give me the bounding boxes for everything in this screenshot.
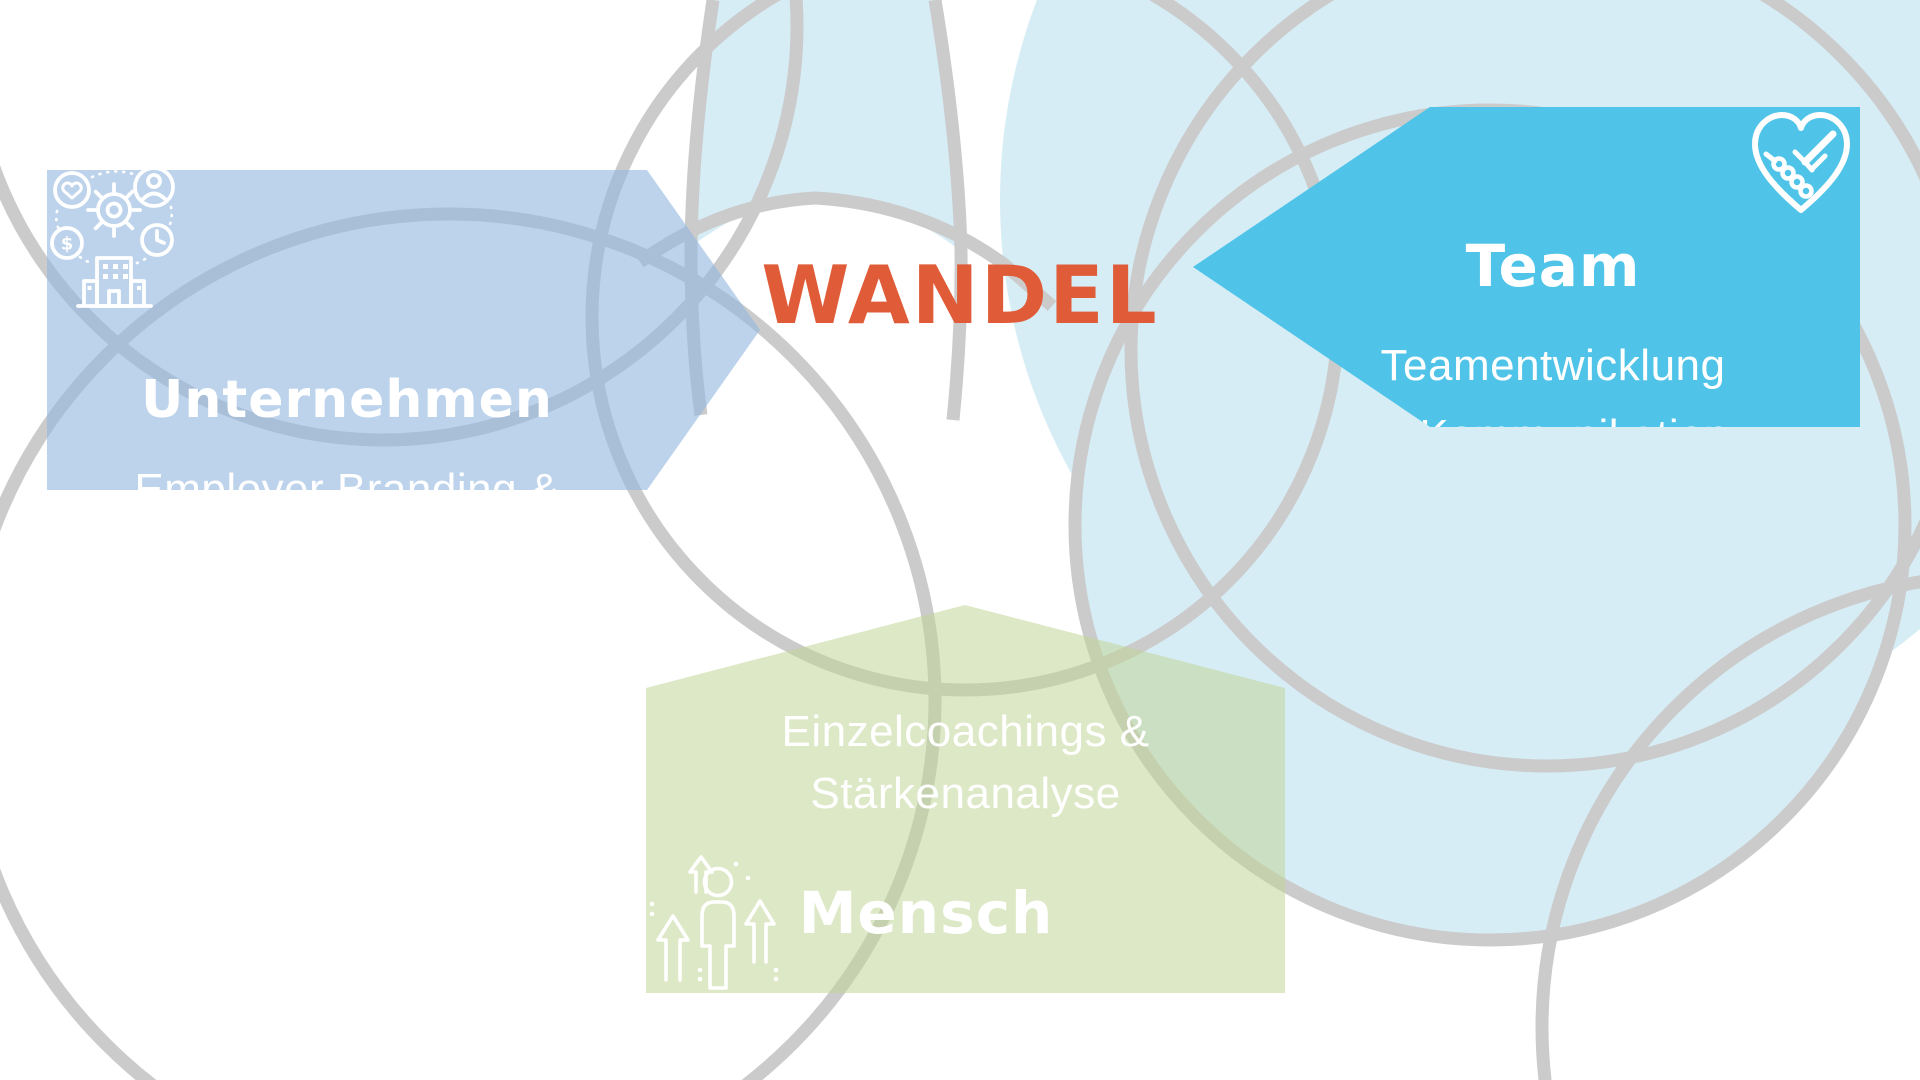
company-network-icon: $ [50, 166, 175, 308]
banner-unternehmen: Unternehmen Employer Branding & Strategi… [47, 170, 760, 490]
team-title: Team [1465, 232, 1641, 300]
mensch-title: Mensch [798, 879, 1054, 947]
unternehmen-subtitle-line1: Employer Branding & [134, 465, 560, 514]
outline-circle-bottom-right [1535, 575, 1920, 1080]
person-growth-icon [649, 855, 779, 990]
handshake-heart-icon [1752, 112, 1850, 213]
center-word: WANDEL [761, 249, 1159, 342]
outline-circle-right [1124, 0, 1920, 773]
team-subtitle-line2: & Kommunikation [1283, 401, 1823, 427]
mensch-subtitle: Einzelcoachings & Stärkenanalyse [646, 701, 1285, 825]
cyan-fill-top-band [689, 0, 959, 250]
arc-top-band-right [928, 0, 968, 421]
mensch-subtitle-line1: Einzelcoachings & [781, 707, 1150, 756]
mensch-subtitle-line2: Stärkenanalyse [810, 769, 1121, 818]
team-subtitle-line1: Teamentwicklung [1380, 341, 1726, 390]
unternehmen-subtitle: Employer Branding & Strategien für KMU [47, 456, 647, 514]
unternehmen-title: Unternehmen [141, 370, 553, 430]
svg-text:$: $ [61, 234, 74, 255]
arc-top-band-bottom [636, 191, 1057, 311]
team-subtitle: Teamentwicklung & Kommunikation [1283, 331, 1823, 427]
